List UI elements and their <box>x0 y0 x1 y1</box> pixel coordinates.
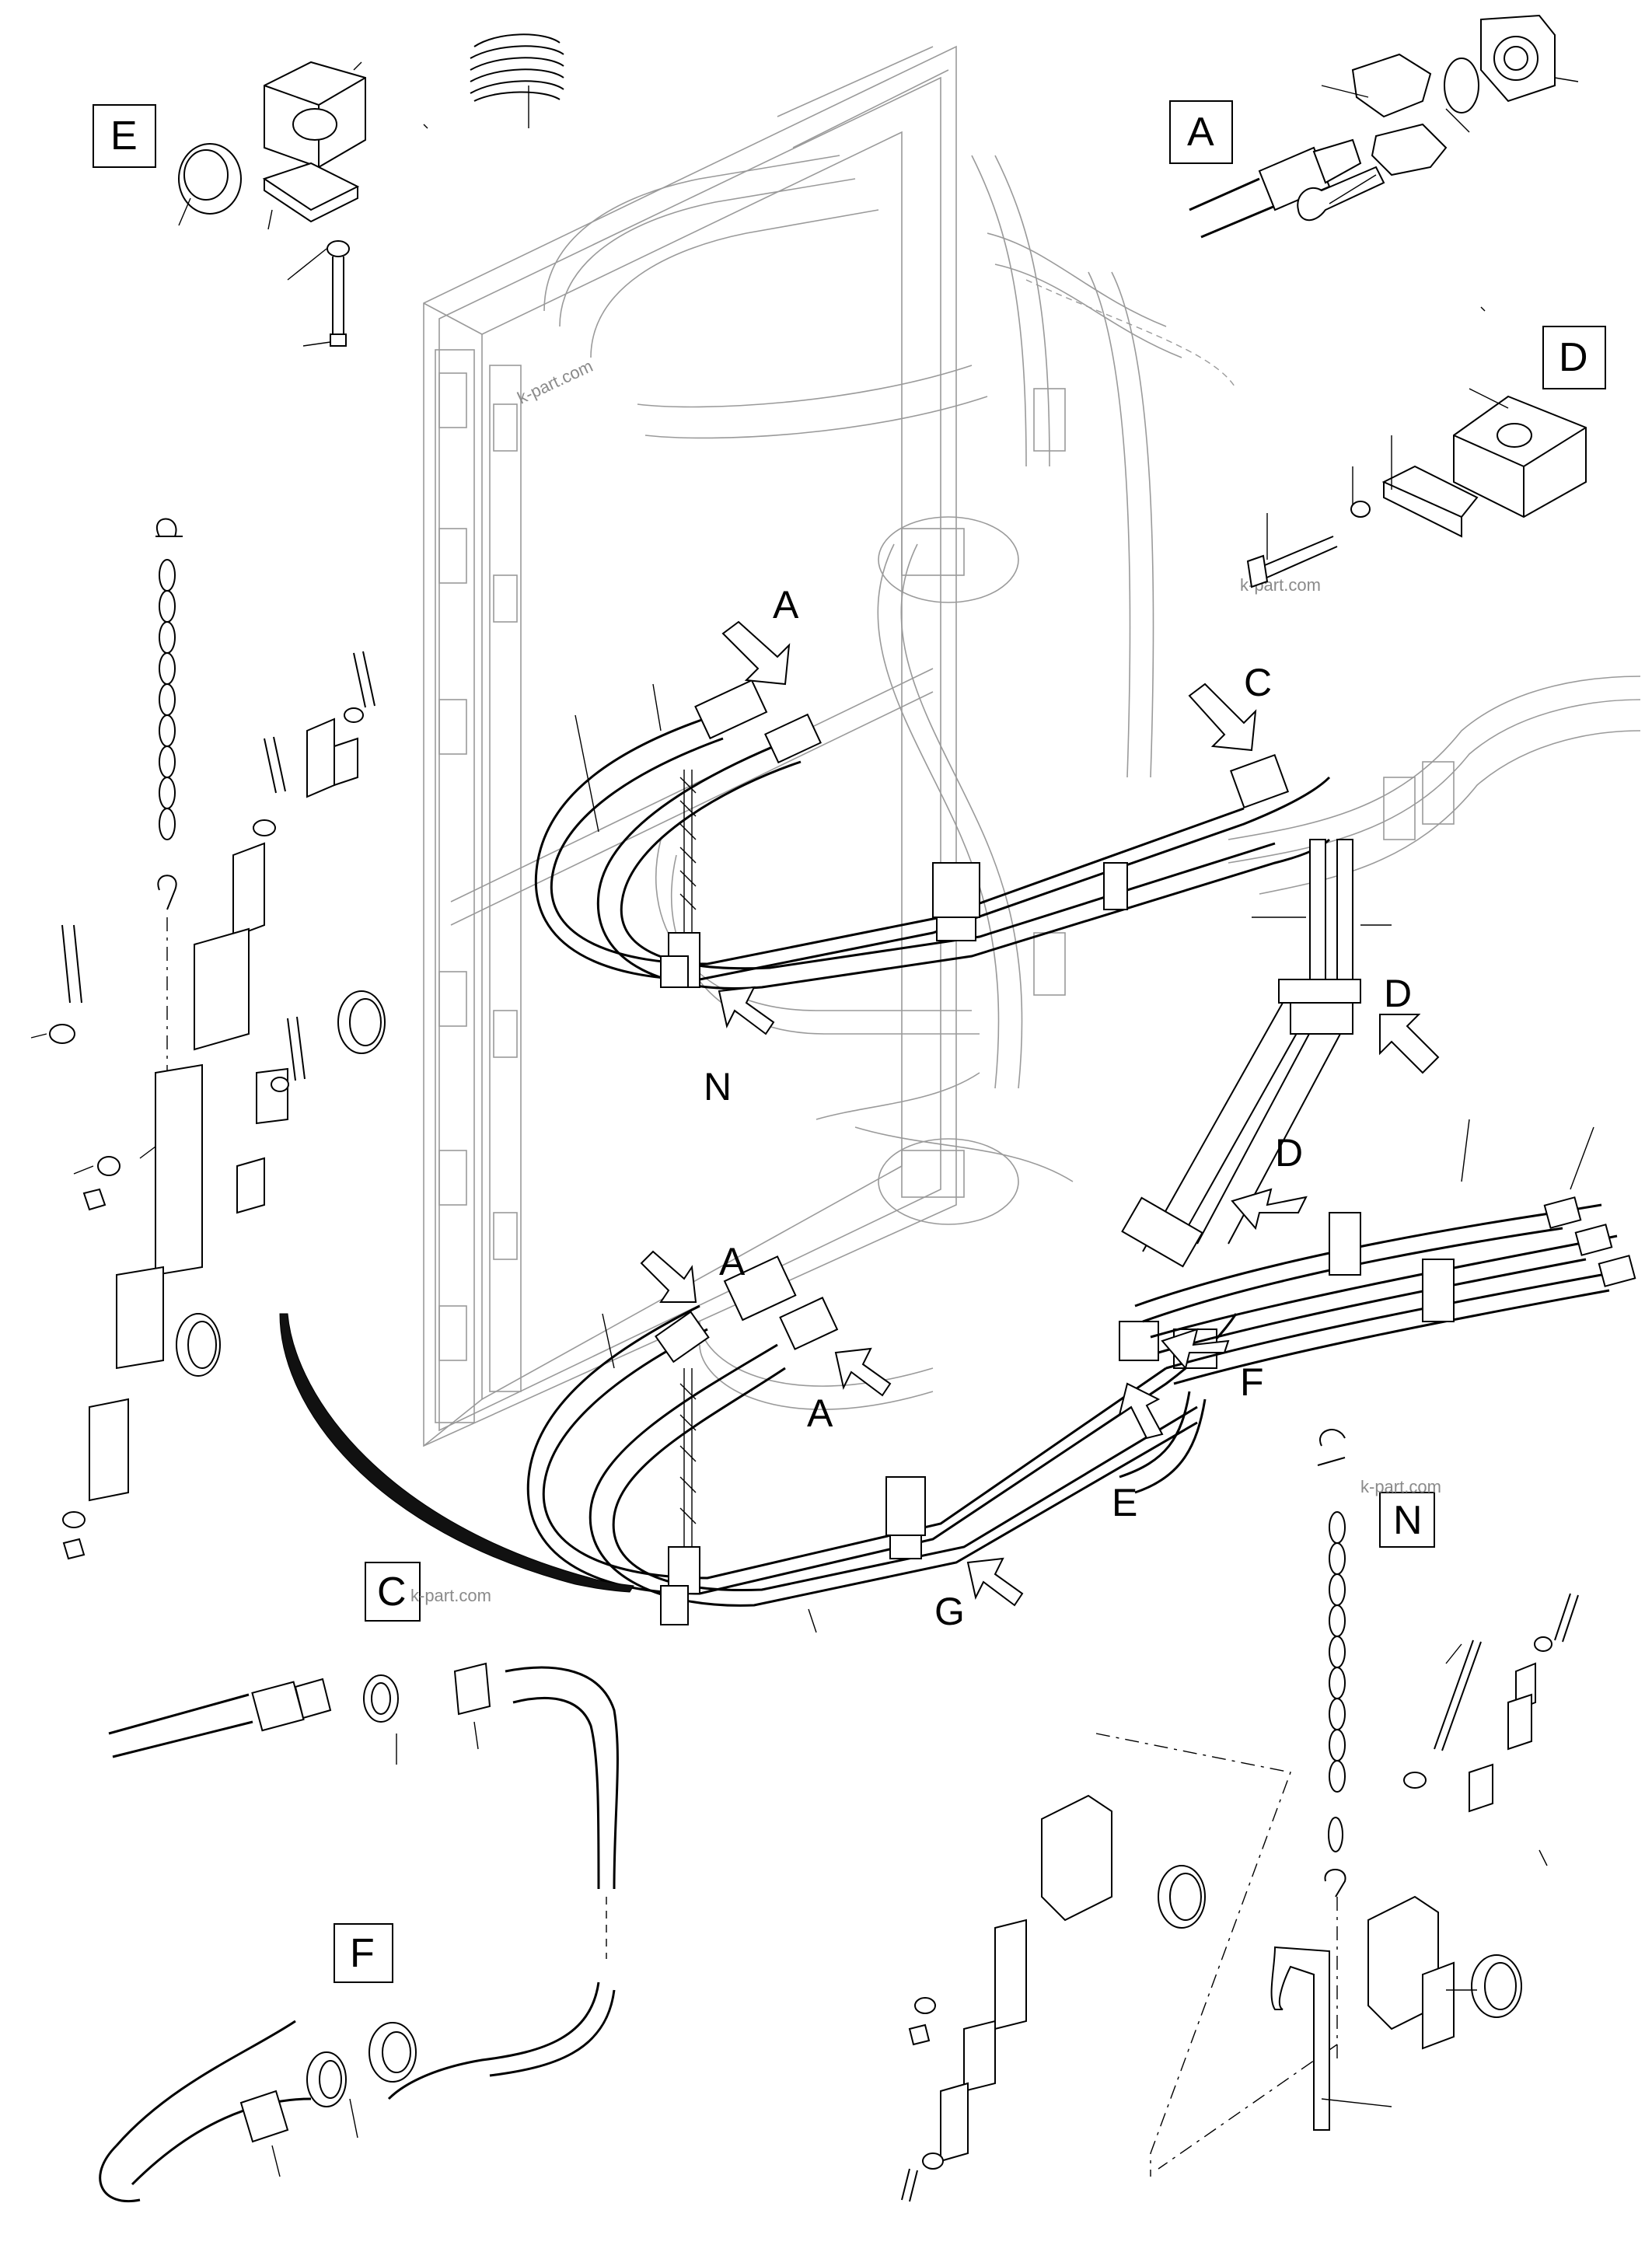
hose-clamp-blocks-lower <box>660 1321 1217 1625</box>
flange-fitting-lower <box>655 1255 839 1363</box>
cooler-frame <box>423 45 1641 1447</box>
callout-E1: E <box>1112 1481 1137 1524</box>
callout-D2: D <box>1275 1131 1303 1175</box>
coil-spring-icon <box>470 33 564 128</box>
nut-fitting-icon <box>251 1662 491 1732</box>
callout-G1: G <box>934 1590 965 1633</box>
upper-hose-loop <box>534 679 1331 990</box>
exit-hoses-right <box>1119 1196 1636 1494</box>
clamp-blocks-n <box>940 1662 1536 2163</box>
leader-lines <box>575 683 1594 1633</box>
hang-chain-upper <box>679 770 697 933</box>
detail-E <box>178 61 428 347</box>
o-ring-icon <box>1444 58 1479 113</box>
watermark-1: k-part.com <box>515 356 596 408</box>
callout-arrows <box>640 620 1440 1607</box>
detail-F <box>99 1981 616 2202</box>
detail-C-hose-fittings <box>108 1662 619 1959</box>
lower-hose-loop <box>526 1255 1238 1625</box>
flange-plate-icon <box>1480 14 1556 103</box>
hose-end-fittings <box>1543 1196 1636 1287</box>
view-box-E <box>93 104 156 168</box>
view-label-C: C <box>377 1569 407 1615</box>
callout-F1: F <box>1240 1360 1264 1404</box>
view-box-C <box>365 1562 421 1622</box>
bolts-left <box>61 651 375 1081</box>
clamp-block-threaded-icon <box>1453 395 1587 518</box>
flange-fitting-upper <box>694 679 1290 809</box>
hang-chain-lower <box>679 1368 697 1547</box>
callout-labels: A A A C D D N F E G <box>704 583 1412 1633</box>
chain-n-icon <box>1329 1511 1346 1793</box>
view-labels: E A D C F N <box>93 100 1606 1983</box>
clamp-half-block-icon <box>264 61 366 169</box>
detail-C <box>30 518 386 1560</box>
rubber-bushing-icon <box>178 143 242 215</box>
watermark-3: k-part.com <box>410 1586 491 1605</box>
view-label-D: D <box>1559 335 1588 380</box>
view-label-A: A <box>1187 110 1214 155</box>
reference-sweep-arrow <box>279 1313 634 1593</box>
support-struts <box>1121 839 1361 1268</box>
callout-N1: N <box>704 1065 732 1109</box>
hex-bolt-icon <box>1246 536 1338 588</box>
callout-A2: A <box>719 1240 746 1283</box>
nut-fitting-f-icon <box>239 2022 417 2143</box>
detail-A <box>1189 14 1579 239</box>
callout-D1: D <box>1384 972 1412 1015</box>
watermark-4: k-part.com <box>1360 1477 1441 1496</box>
view-box-N <box>1379 1492 1435 1548</box>
callout-A3: A <box>807 1391 833 1435</box>
view-box-F <box>334 1923 393 1983</box>
shackle-icon <box>155 518 183 537</box>
detail-D <box>1246 306 1587 588</box>
view-label-E: E <box>110 113 138 159</box>
chain-icon <box>159 559 176 840</box>
callout-A1: A <box>773 583 799 627</box>
view-label-F: F <box>350 1931 375 1976</box>
view-box-D <box>1542 326 1606 389</box>
clamp-plates-left <box>89 718 358 1502</box>
view-label-N: N <box>1393 1498 1423 1543</box>
bolts-n <box>901 1593 1579 2202</box>
bushings-left <box>176 990 386 1377</box>
detail-N <box>901 1429 1579 2202</box>
hose-clamp-blocks <box>660 862 1128 988</box>
socket-screw-icon <box>1297 166 1385 222</box>
shackle-n-icon <box>1317 1429 1346 1466</box>
view-box-A <box>1169 100 1233 164</box>
callout-C1: C <box>1244 661 1272 704</box>
split-flange-icon <box>1351 53 1448 176</box>
bushings-n <box>1158 1865 1522 2018</box>
